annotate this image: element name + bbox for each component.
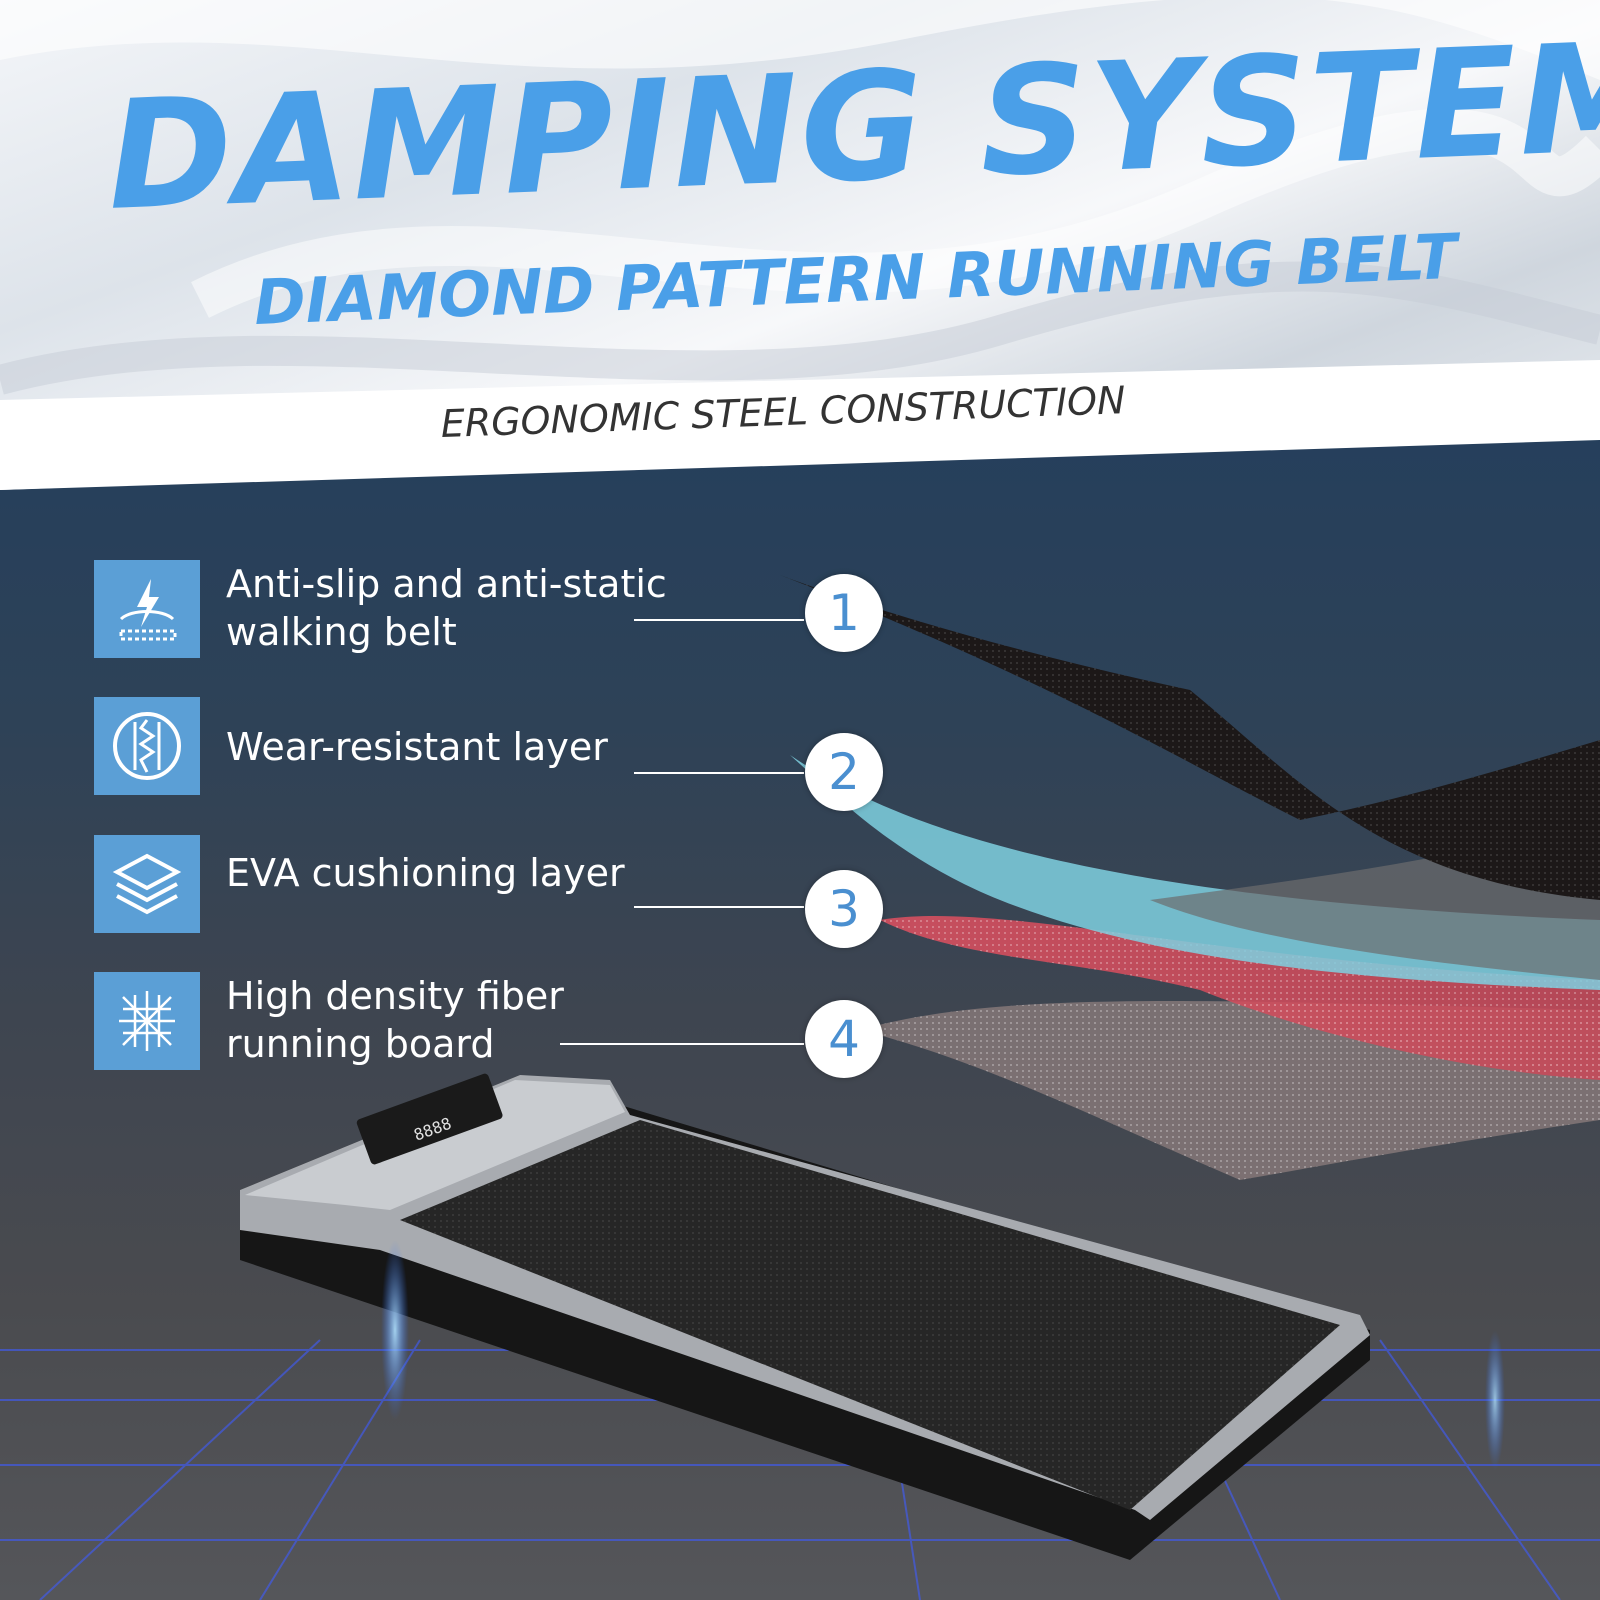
feature-icon-box: [94, 560, 200, 658]
connector-line-1: [634, 619, 804, 621]
layer-number-badge-2: 2: [805, 733, 883, 811]
feature-icon-box: [94, 835, 200, 933]
feature-item-1: Anti-slip and anti-static walking belt: [94, 560, 714, 660]
feature-label-2: Wear-resistant layer: [226, 725, 608, 769]
layers-icon: [112, 853, 182, 915]
layer-number-badge-1: 1: [805, 574, 883, 652]
feature-item-4: High density fiber running board: [94, 972, 714, 1072]
feature-item-2: Wear-resistant layer: [94, 697, 714, 797]
connector-line-3: [634, 906, 804, 908]
feature-label-1: Anti-slip and anti-static walking belt: [226, 562, 667, 654]
feature-label-3: EVA cushioning layer: [226, 851, 625, 895]
treadmill: 8888: [240, 1073, 1505, 1560]
fiber-mesh-icon: [119, 991, 175, 1051]
feature-icon-box: [94, 972, 200, 1070]
feature-icon-box: [94, 697, 200, 795]
feature-item-3: EVA cushioning layer: [94, 835, 714, 935]
feature-label-4: High density fiber running board: [226, 974, 564, 1066]
connector-line-2: [634, 772, 804, 774]
swirl-decoration: [0, 0, 1600, 395]
connector-line-4: [560, 1043, 804, 1045]
lightning-belt-icon: [119, 579, 177, 641]
layer-number-badge-3: 3: [805, 870, 883, 948]
wave-circle-icon: [113, 712, 181, 780]
layer-number-badge-4: 4: [805, 1000, 883, 1078]
